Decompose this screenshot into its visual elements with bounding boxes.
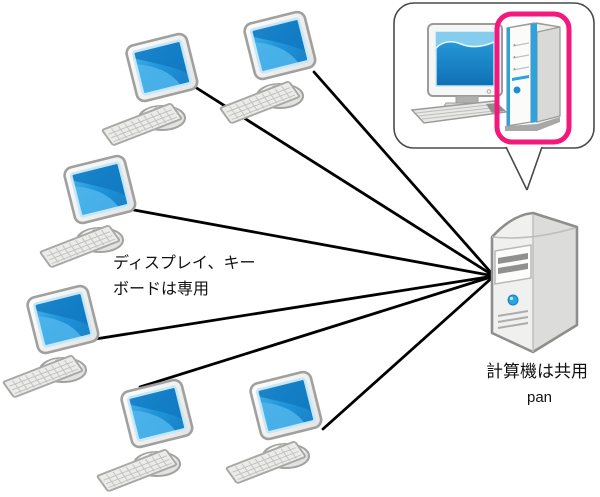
note-shared: 計算機は共用 (486, 362, 588, 381)
caption-pan: pan (527, 389, 553, 406)
connection-line-2 (312, 70, 496, 278)
client-computer-2 (218, 9, 319, 125)
connection-line-4 (87, 274, 496, 342)
connection-line-3 (132, 208, 496, 278)
server-drive-bays (494, 244, 532, 285)
client-computer-6 (224, 369, 325, 485)
pink-highlight-frame (494, 11, 572, 145)
connection-lines (87, 70, 496, 431)
server-tower-icon (490, 211, 579, 354)
note-dedicated-line1: ディスプレイ、キー (113, 255, 256, 272)
callout-tail (506, 145, 542, 191)
desktop-computer-icon (410, 11, 572, 145)
server-power-button-icon (507, 294, 519, 306)
client-computer-5 (95, 377, 196, 493)
client-computer-1 (100, 31, 201, 147)
connection-line-6 (321, 274, 496, 431)
desktop-tower-icon (505, 22, 561, 131)
callout-bubble (393, 2, 595, 191)
desktop-monitor-icon (427, 23, 503, 111)
note-dedicated: ディスプレイ、キー ボードは専用 (113, 251, 256, 303)
server-vent-grille (497, 310, 529, 329)
client-computer-4 (1, 283, 102, 399)
connection-line-5 (138, 274, 496, 389)
note-dedicated-line2: ボードは専用 (113, 281, 210, 298)
